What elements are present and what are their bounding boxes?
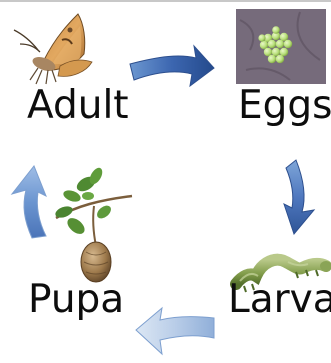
- stage-label-adult: Adult: [27, 86, 129, 125]
- arrow-down-icon: [284, 160, 314, 234]
- arrow-left-icon: [136, 308, 214, 354]
- stage-label-pupa: Pupa: [28, 280, 124, 319]
- pupa-image: [54, 166, 132, 282]
- eggs-image: [236, 9, 326, 84]
- arrow-right-icon: [130, 46, 214, 86]
- moth-image: [14, 14, 92, 84]
- stage-label-larva: Larva: [228, 280, 331, 319]
- stage-label-eggs: Eggs: [238, 86, 331, 125]
- arrow-up-icon: [12, 166, 46, 238]
- top-border: [0, 0, 331, 2]
